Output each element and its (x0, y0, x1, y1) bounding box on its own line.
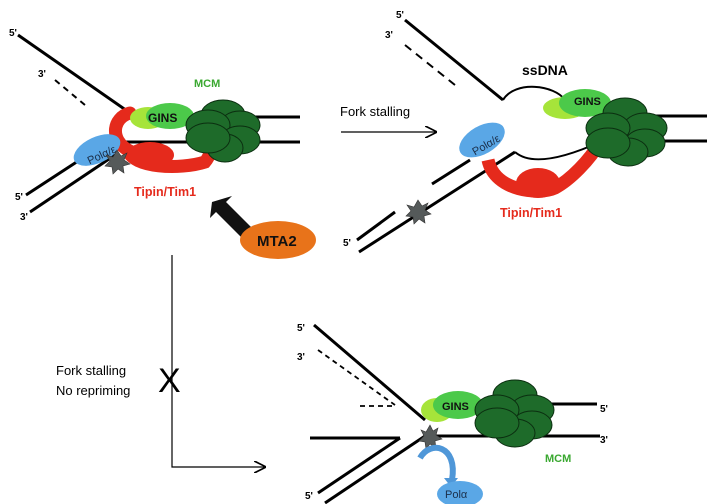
panel-no-repriming: GINS MCM Polα 5' 3' 5' 3' 5' (297, 323, 608, 504)
end-label: 3' (297, 352, 305, 363)
end-label: 5' (343, 238, 351, 249)
end-label: 3' (38, 69, 46, 80)
end-label: 5' (9, 28, 17, 39)
mta2-oval (240, 221, 316, 259)
gins-subunit (146, 103, 194, 129)
mcm-hexamer (585, 97, 668, 167)
lagging-strand (29, 153, 116, 214)
parental-strand-top (313, 323, 426, 422)
no-repriming-label-2: No repriming (56, 383, 130, 398)
panel-stalled-fork: GINS Polα/ε ssDNA Tipin/Tim1 5' 3' 5' (343, 10, 707, 254)
mcm-label: MCM (545, 453, 571, 465)
pol-alpha (437, 481, 483, 504)
lagging-strand (356, 210, 396, 242)
fork-stalling-transition: Fork stalling (340, 104, 436, 132)
tipin-tim1-body (516, 168, 560, 198)
no-repriming-label-1: Fork stalling (56, 363, 126, 378)
pol-alpha-epsilon (459, 122, 505, 158)
nascent-strand-dashed (54, 79, 86, 106)
fork-stalling-label: Fork stalling (340, 104, 410, 119)
lagging-strand (324, 434, 426, 504)
parental-strand-top (404, 18, 504, 102)
panel-normal-fork: GINS MCM Polα/ε Tipin/Tim1 5' 3' 5' 3' (9, 28, 300, 223)
mcm-subunit (474, 407, 520, 439)
gins-subunit (559, 89, 611, 117)
mcm-subunit (585, 127, 631, 159)
end-label: 5' (305, 491, 313, 502)
lagging-strand (431, 158, 471, 186)
nascent-strand-dashed (404, 44, 456, 86)
ssdna-bubble-top (502, 85, 566, 101)
end-label: 5' (396, 10, 404, 21)
gins-subunit (433, 391, 483, 419)
end-label: 3' (20, 212, 28, 223)
mta2-factor: MTA2 (210, 196, 316, 259)
end-label: 5' (15, 192, 23, 203)
mcm-label: MCM (194, 78, 220, 90)
lagging-strand (317, 436, 401, 495)
end-label: 3' (600, 435, 608, 446)
gins-label: GINS (148, 111, 177, 125)
tipin-label: Tipin/Tim1 (500, 206, 562, 220)
end-label: 3' (385, 30, 393, 41)
gins-label: GINS (442, 401, 469, 413)
end-label: 5' (297, 323, 305, 334)
tipin-label: Tipin/Tim1 (134, 185, 196, 199)
end-label: 5' (600, 404, 608, 415)
dna-lesion-icon (405, 199, 432, 225)
mcm-subunit (185, 122, 231, 154)
mcm-hexamer (185, 99, 261, 163)
mcm-hexamer (474, 379, 555, 448)
arrow-down-right (171, 255, 265, 467)
dna-lesion-icon (104, 149, 131, 175)
tipin-tim1-body (126, 142, 174, 168)
no-repriming-transition: Fork stalling No repriming X (56, 255, 265, 467)
dissociation-arrow-icon (417, 444, 456, 481)
ssdna-label: ssDNA (522, 62, 568, 78)
mta2-label: MTA2 (257, 233, 297, 250)
pol-label: Polα (445, 489, 468, 501)
dna-lesion-icon (418, 424, 443, 450)
blocked-x-mark: X (158, 362, 181, 400)
nascent-strand-dashed (317, 349, 396, 406)
black-arrow-icon (210, 196, 252, 238)
parental-strand-top (17, 33, 131, 115)
gins-label: GINS (574, 96, 601, 108)
